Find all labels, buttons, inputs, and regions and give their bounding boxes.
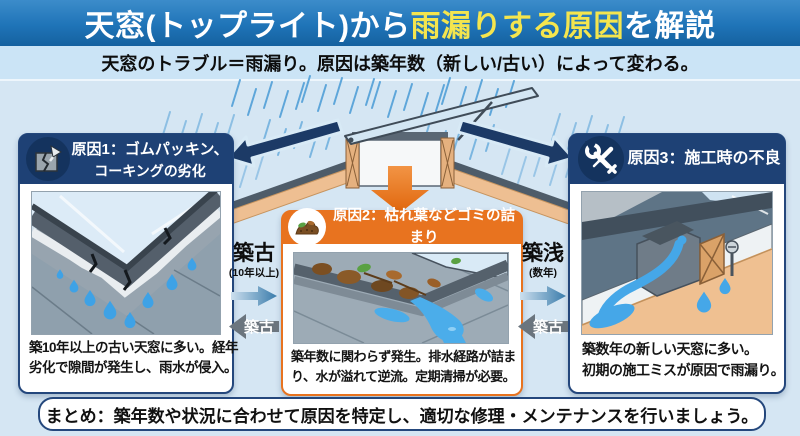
- back-arrow-left-label: 築古: [244, 319, 275, 336]
- cause1-illustration: [31, 191, 221, 335]
- title-highlight: 雨漏りする原因: [410, 10, 624, 43]
- cause2-desc-line2: り、水が溢れて逆流。定期清掃が必要。: [291, 368, 516, 384]
- cause3-title: 原因3：施工時の不良: [627, 150, 781, 168]
- cracked-seal-icon: [26, 137, 70, 181]
- leaf-debris-icon: [288, 208, 326, 246]
- cause3-illustration: [581, 191, 773, 335]
- cause1-title-line2: コーキングの劣化: [94, 162, 206, 179]
- cause1-header: 原因1：ゴムパッキン、 コーキングの劣化: [19, 134, 233, 184]
- age-right-label: 築浅: [522, 242, 564, 265]
- cause3-box: 原因3：施工時の不良: [568, 133, 786, 394]
- cause1-box: 原因1：ゴムパッキン、 コーキングの劣化: [18, 133, 239, 394]
- tools-icon: [578, 136, 624, 182]
- cause2-desc-line1: 築年数に関わらず発生。排水経路が詰ま: [291, 349, 516, 364]
- cause1-desc-line2: 劣化で隙間が発生し、雨水が侵入。: [29, 360, 238, 376]
- age-left-sublabel: (10年以上): [228, 267, 280, 279]
- summary-banner: まとめ：築年数や状況に合わせて原因を特定し、適切な修理・メンテナンスを行いましょ…: [38, 397, 766, 431]
- leak-water: [589, 235, 731, 329]
- cause1-desc-line1: 築10年以上の古い天窓に多い。経年: [29, 340, 239, 355]
- age-label-right: 築浅 (数年) 築古: [517, 243, 569, 340]
- age-left-label: 築古: [233, 242, 275, 265]
- age-label-left: 築古 (10年以上) 築古: [228, 243, 280, 340]
- cause3-desc-line1: 築数年の新しい天窓に多い。: [582, 341, 758, 357]
- arrow-to-cause2: [371, 166, 429, 213]
- right-arrow-icon: [231, 286, 277, 306]
- debris: [312, 257, 461, 299]
- cause2-box: 原因2：枯れ葉などゴミの詰まり: [281, 208, 523, 396]
- title-part1: 天窓(トップライト)から: [84, 10, 411, 43]
- subtitle: 天窓のトラブル＝雨漏り。原因は築年数（新しい/古い）によって変わる。: [0, 46, 800, 81]
- page-title: 天窓(トップライト)から雨漏りする原因を解説: [0, 0, 800, 46]
- arrow-to-cause3: [456, 118, 575, 168]
- roof-rain-illustration: [161, 75, 625, 224]
- title-part2: を解説: [623, 10, 716, 43]
- arrow-to-cause1: [225, 118, 344, 168]
- overflow-water: [374, 288, 494, 343]
- back-arrow-right-label: 築古: [533, 319, 564, 336]
- cause3-header: 原因3：施工時の不良: [569, 134, 785, 184]
- right-arrow-icon: [520, 286, 566, 306]
- cause2-illustration: [293, 252, 509, 344]
- age-right-sublabel: (数年): [529, 267, 557, 279]
- cause1-title-line1: 原因1：ゴムパッキン、: [71, 141, 229, 158]
- back-arrow-right: 築古: [518, 313, 568, 340]
- back-arrow-left: 築古: [229, 313, 279, 340]
- cause2-header: 原因2：枯れ葉などゴミの詰まり: [282, 208, 522, 246]
- cause3-desc-line2: 初期の施工ミスが原因で雨漏り。: [582, 362, 785, 378]
- cause2-title: 原因2：枯れ葉などゴミの詰まり: [332, 208, 516, 246]
